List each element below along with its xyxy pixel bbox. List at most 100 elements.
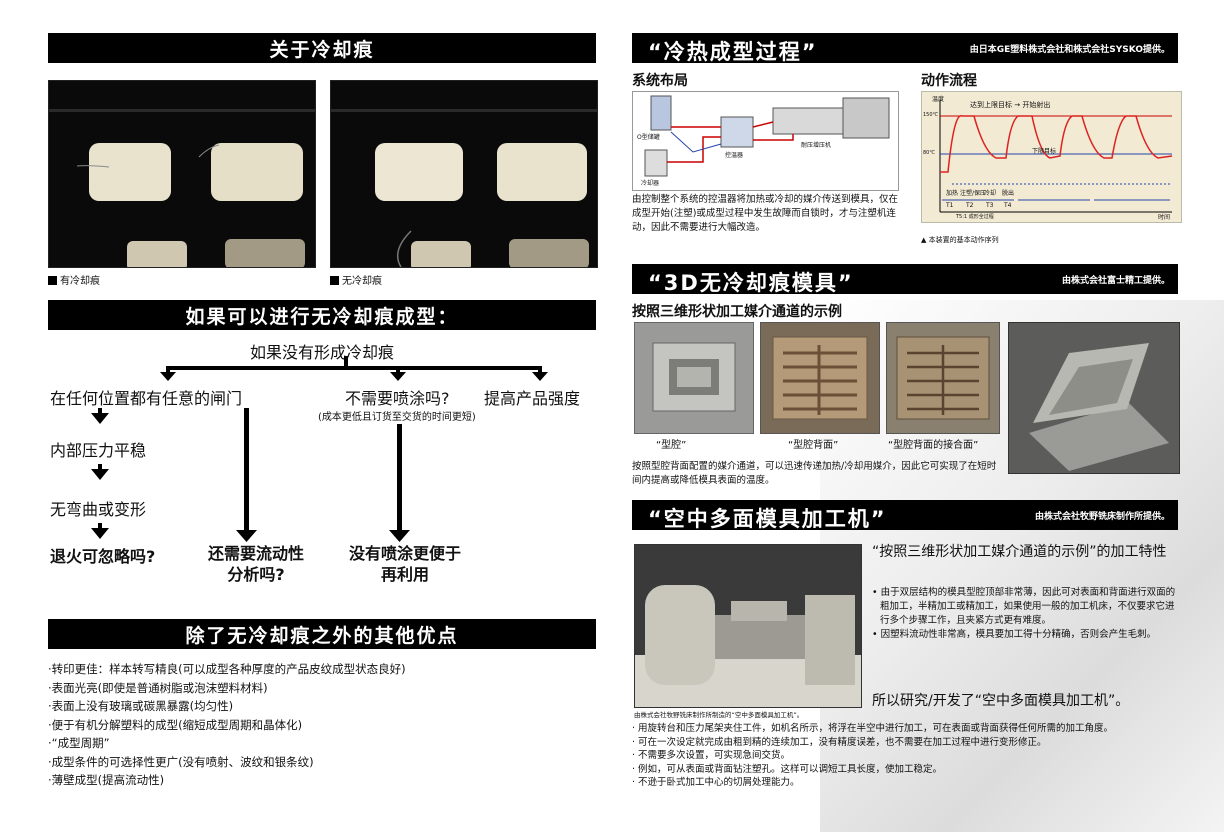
chart-y-high: 150℃ (923, 112, 939, 118)
banner-title: 如果可以进行无冷却痕成型： (185, 305, 459, 328)
flow-col1: 在任何位置都有任意的闸门 (50, 389, 243, 408)
photo-without-marks-art (331, 81, 597, 267)
flow-col3: 提高产品强度 (484, 389, 581, 408)
flow-step1: 内部压力平稳 (50, 441, 147, 460)
list-item: ·薄壁成型(提高流动性) (48, 773, 165, 787)
flow-end2-line2: 分析吗? (227, 565, 285, 584)
banner-source: 由株式会社富士精工提供。 (1061, 276, 1170, 286)
chart-phase: T2 (966, 202, 974, 209)
action-flow-chart: 温度 时间 达到上限目标 → 开始射出 下限目标 150℃ 80℃ 加热 注塑/… (921, 91, 1182, 223)
system-layout-title: 系统布局 (632, 73, 688, 89)
bullet-item: · 例如，可从表面或背面钻注塑孔。这样可以调短工具长度，使加工稳定。 (632, 763, 943, 775)
chart-phase-word: 冷却 (984, 190, 997, 197)
banner-machining-center: “空中多面模具加工机” 由株式会社牧野铣床制作所提供。 (632, 500, 1178, 531)
bullet-text: 不逊于卧式加工中心的切屑处理能力。 (638, 777, 800, 788)
chart-phase-word: 加热 (946, 190, 959, 197)
photo-with-marks (48, 80, 316, 268)
banner-title: 除了无冷却痕之外的其他优点 (185, 624, 459, 647)
layout-label: 耐压增压机 (801, 142, 832, 149)
flow-end2: 还需要流动性 分析吗? (196, 543, 316, 585)
chart-top-note: 达到上限目标 → 开始射出 (970, 101, 1051, 109)
list-item: ·成型条件的可选择性更广(没有喷射、波纹和银条纹) (48, 754, 314, 769)
chart-x-label: 时间 (1158, 214, 1171, 221)
mold-photo-joint (886, 322, 1000, 434)
mold-subtitle: 按照三维形状加工媒介通道的示例 (632, 304, 842, 320)
banner-other-advantages: 除了无冷却痕之外的其他优点 (48, 619, 596, 649)
mold-back-art (772, 336, 868, 420)
bullet-text: 因塑料流动性非常高，模具要加工得十分精确，否则会产生毛刺。 (880, 629, 1157, 640)
mold-cavity-art (652, 342, 736, 412)
bullet-item: • 因塑料流动性非常高，模具要加工得十分精确，否则会产生毛刺。 (872, 629, 1157, 640)
chart-phase: T1 (946, 202, 954, 209)
flow-end1: 退火可忽略吗? (50, 547, 156, 566)
chart-phase: T3 (986, 202, 994, 209)
chart-low-note: 下限目标 (1032, 148, 1057, 155)
flow-arrows (91, 356, 548, 542)
banner-source: 由日本GE塑料株式会社和株式会社SYSKO提供。 (969, 45, 1170, 55)
mold-photo-open (1008, 322, 1180, 474)
photo-with-marks-art (49, 81, 315, 267)
caption-text: 无冷却痕 (342, 276, 382, 287)
mold-joint-art (896, 336, 990, 420)
action-flow-title: 动作流程 (921, 73, 977, 89)
banner-if-no-marks: 如果可以进行无冷却痕成型： (48, 300, 596, 330)
flow-end3-line1: 没有喷涂更便于 (348, 544, 461, 563)
flow-root: 如果没有形成冷却痕 (250, 343, 395, 362)
layout-label: 冷却器 (641, 180, 660, 187)
chart-phase-word: 注塑/保压 (960, 190, 987, 197)
bullet-text: 用旋转台和压力尾架夹住工件，如机名所示，将浮在半空中进行加工，可在表面或背面获得… (638, 723, 1114, 734)
machine-photo (634, 544, 862, 708)
banner-about-cooling-marks: 关于冷却痕 (48, 33, 596, 63)
list-item: ·转印更佳：样本转写精良(可以成型各种厚度的产品皮纹成型状态良好) (48, 662, 406, 676)
chart-y-label: 温度 (932, 96, 945, 103)
bullet-item: · 不需要多次设置，可实现急间交货。 (632, 750, 791, 761)
system-layout-art (644, 95, 890, 177)
mold-open-art (1029, 343, 1169, 471)
square-bullet-icon (48, 276, 57, 285)
banner-source: 由株式会社牧野铣床制作所提供。 (1034, 512, 1170, 522)
machining-heading: “按照三维形状加工媒介通道的示例”的加工特性 (872, 544, 1167, 560)
development-statement: 所以研究/开发了“空中多面模具加工机”。 (872, 693, 1130, 709)
mold-caption-joint: “型腔背面的接合面” (888, 440, 979, 451)
flow-end3-line2: 再利用 (380, 565, 429, 584)
system-layout-diagram: O型储罐 冷却器 控温器 耐压增压机 (632, 91, 899, 191)
flow-col2: 不需要喷涂吗? (345, 389, 450, 408)
banner-title: 关于冷却痕 (269, 38, 375, 61)
layout-label: O型储罐 (637, 134, 660, 141)
flow-end2-line1: 还需要流动性 (207, 544, 304, 563)
mold-photo-back (760, 322, 880, 434)
bullet-item: · 可在一次设定就完成由粗到精的连续加工，没有精度误差，也不需要在加工过程中进行… (632, 736, 1047, 748)
caption-without-marks: 无冷却痕 (330, 272, 382, 287)
bullet-text: 可在一次设定就完成由粗到精的连续加工，没有精度误差，也不需要在加工过程中进行变形… (638, 736, 1047, 748)
bullet-item: · 用旋转台和压力尾架夹住工件，如机名所示，将浮在半空中进行加工，可在表面或背面… (632, 723, 1114, 734)
bullet-item: · 不逊于卧式加工中心的切屑处理能力。 (632, 777, 800, 788)
square-bullet-icon (330, 276, 339, 285)
list-item: ·“成型周期” (48, 736, 110, 750)
banner-3d-mold: “3D无冷却痕模具” 由株式会社富士精工提供。 (632, 264, 1178, 295)
list-item: ·表面光亮(即使是普通树脂或泡沫塑料材料) (48, 680, 268, 695)
photo-without-marks (330, 80, 598, 268)
flow-end3: 没有喷涂更便于 再利用 (340, 543, 470, 585)
bullet-item: • 由于双层结构的模具型腔顶部非常薄，因此可对表面和背面进行双面的粗加工，半精加… (872, 587, 1176, 626)
bullet-text: 由于双层结构的模具型腔顶部非常薄，因此可对表面和背面进行双面的粗加工，半精加工或… (880, 587, 1176, 626)
machine-art (635, 545, 861, 707)
layout-label: 控温器 (725, 152, 744, 159)
chart-y-low: 80℃ (923, 150, 935, 156)
banner-title: “冷热成型过程” (648, 40, 818, 64)
chart-phase: T4 (1004, 202, 1012, 209)
flow-step2: 无弯曲或变形 (50, 500, 147, 519)
list-item: ·便于有机分解塑料的成型(缩短成型周期和晶体化) (48, 717, 303, 732)
mold-photo-cavity (634, 322, 754, 434)
banner-title: “3D无冷却痕模具” (648, 271, 854, 295)
layout-description: 由控制整个系统的控温器将加热或冷却的媒介传送到模具，仅在成型开始(注塑)或成型过… (632, 194, 899, 233)
bullet-text: 例如，可从表面或背面钻注塑孔。这样可以调短工具长度，使加工稳定。 (638, 763, 943, 775)
mold-caption-back: “型腔背面” (788, 440, 839, 451)
banner-hot-cold-process: “冷热成型过程” 由日本GE塑料株式会社和株式会社SYSKO提供。 (632, 33, 1178, 64)
machine-photo-caption: 由株式会社牧野铣床制作所制造的“空中多面模具加工机”。 (634, 711, 804, 719)
caption-with-marks: 有冷却痕 (48, 272, 100, 287)
caption-text: 有冷却痕 (60, 276, 100, 287)
machining-bottom-list: · 用旋转台和压力尾架夹住工件，如机名所示，将浮在半空中进行加工，可在表面或背面… (632, 722, 1178, 790)
mold-caption-cavity: “型腔” (656, 440, 687, 451)
chart-cycle-label: T5:1 成形全过程 (956, 214, 994, 220)
advantages-list: ·转印更佳：样本转写精良(可以成型各种厚度的产品皮纹成型状态良好) ·表面光亮(… (48, 660, 596, 790)
